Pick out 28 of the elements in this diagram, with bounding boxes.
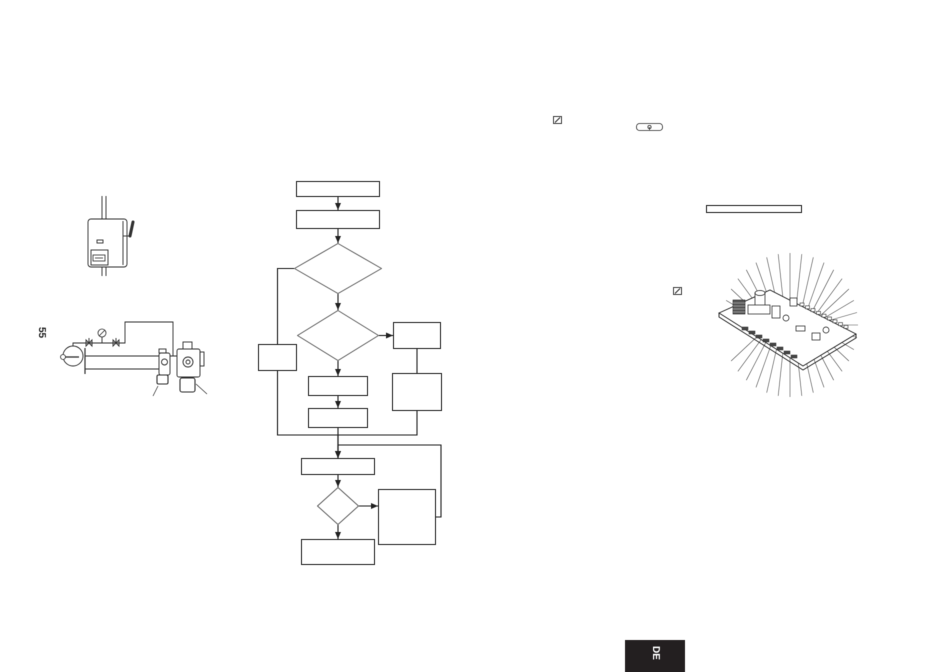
process-box	[258, 344, 297, 371]
process-box	[301, 458, 375, 475]
arrow	[335, 396, 341, 408]
connector-line	[276, 268, 294, 344]
process-box	[296, 181, 380, 197]
arrow	[335, 229, 341, 243]
arrow	[335, 294, 341, 310]
decision-diamond	[317, 487, 359, 525]
arrow	[335, 475, 341, 487]
arrow	[335, 525, 341, 539]
decision-diamond	[294, 243, 382, 294]
process-box	[393, 322, 441, 349]
decision-diamond	[297, 310, 379, 361]
page-number: 55	[36, 327, 46, 338]
language-tab: DE	[625, 640, 685, 672]
process-box	[308, 408, 368, 428]
connector-line	[416, 349, 418, 373]
process-box	[392, 373, 442, 411]
empty-box	[706, 205, 802, 213]
process-box	[378, 489, 436, 545]
arrow	[335, 361, 341, 376]
arrow	[359, 503, 378, 509]
process-box	[308, 376, 368, 396]
arrow	[335, 444, 442, 518]
arrow	[335, 197, 341, 210]
process-box	[301, 539, 375, 565]
process-box	[296, 210, 380, 229]
arrow	[379, 332, 393, 338]
